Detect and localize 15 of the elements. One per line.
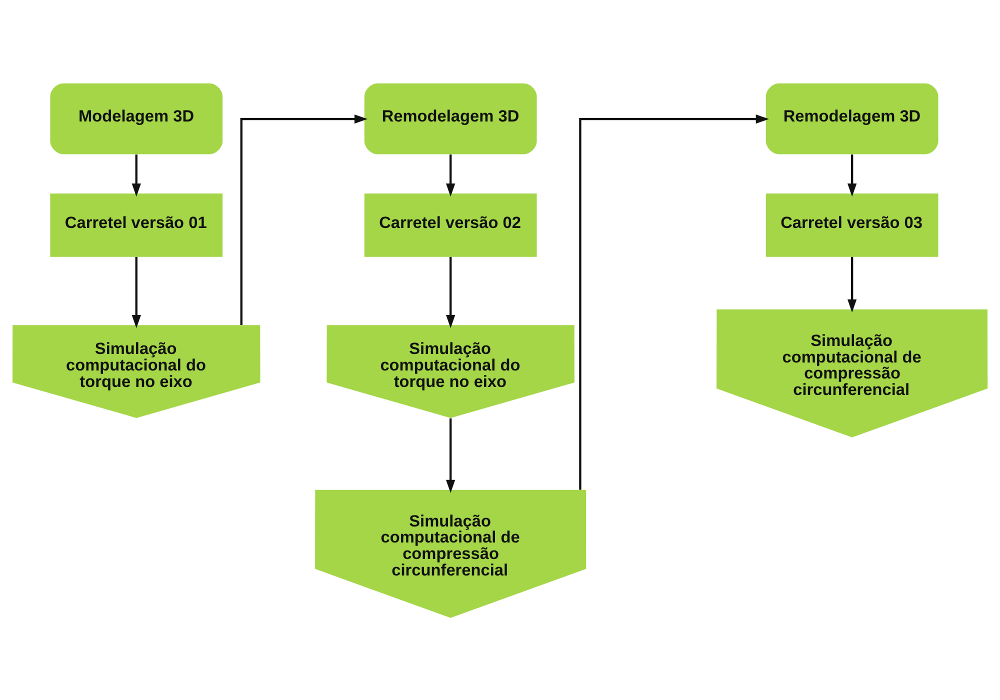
node-box: Carretel versão 02 xyxy=(364,193,537,256)
node-box: Modelagem 3D xyxy=(50,82,223,154)
arrow xyxy=(240,114,368,324)
arrow xyxy=(446,418,456,492)
arrow xyxy=(446,154,456,196)
node-box: Carretel versão 03 xyxy=(766,193,938,256)
arrow xyxy=(446,256,456,328)
node-box: Remodelagem 3D xyxy=(364,82,537,154)
arrow xyxy=(132,256,141,328)
arrow xyxy=(132,154,141,196)
arrow xyxy=(847,256,857,312)
arrow xyxy=(847,154,857,196)
node-box: Remodelagem 3D xyxy=(766,82,938,154)
node-box: Carretel versão 01 xyxy=(50,193,223,256)
arrow xyxy=(579,114,769,490)
